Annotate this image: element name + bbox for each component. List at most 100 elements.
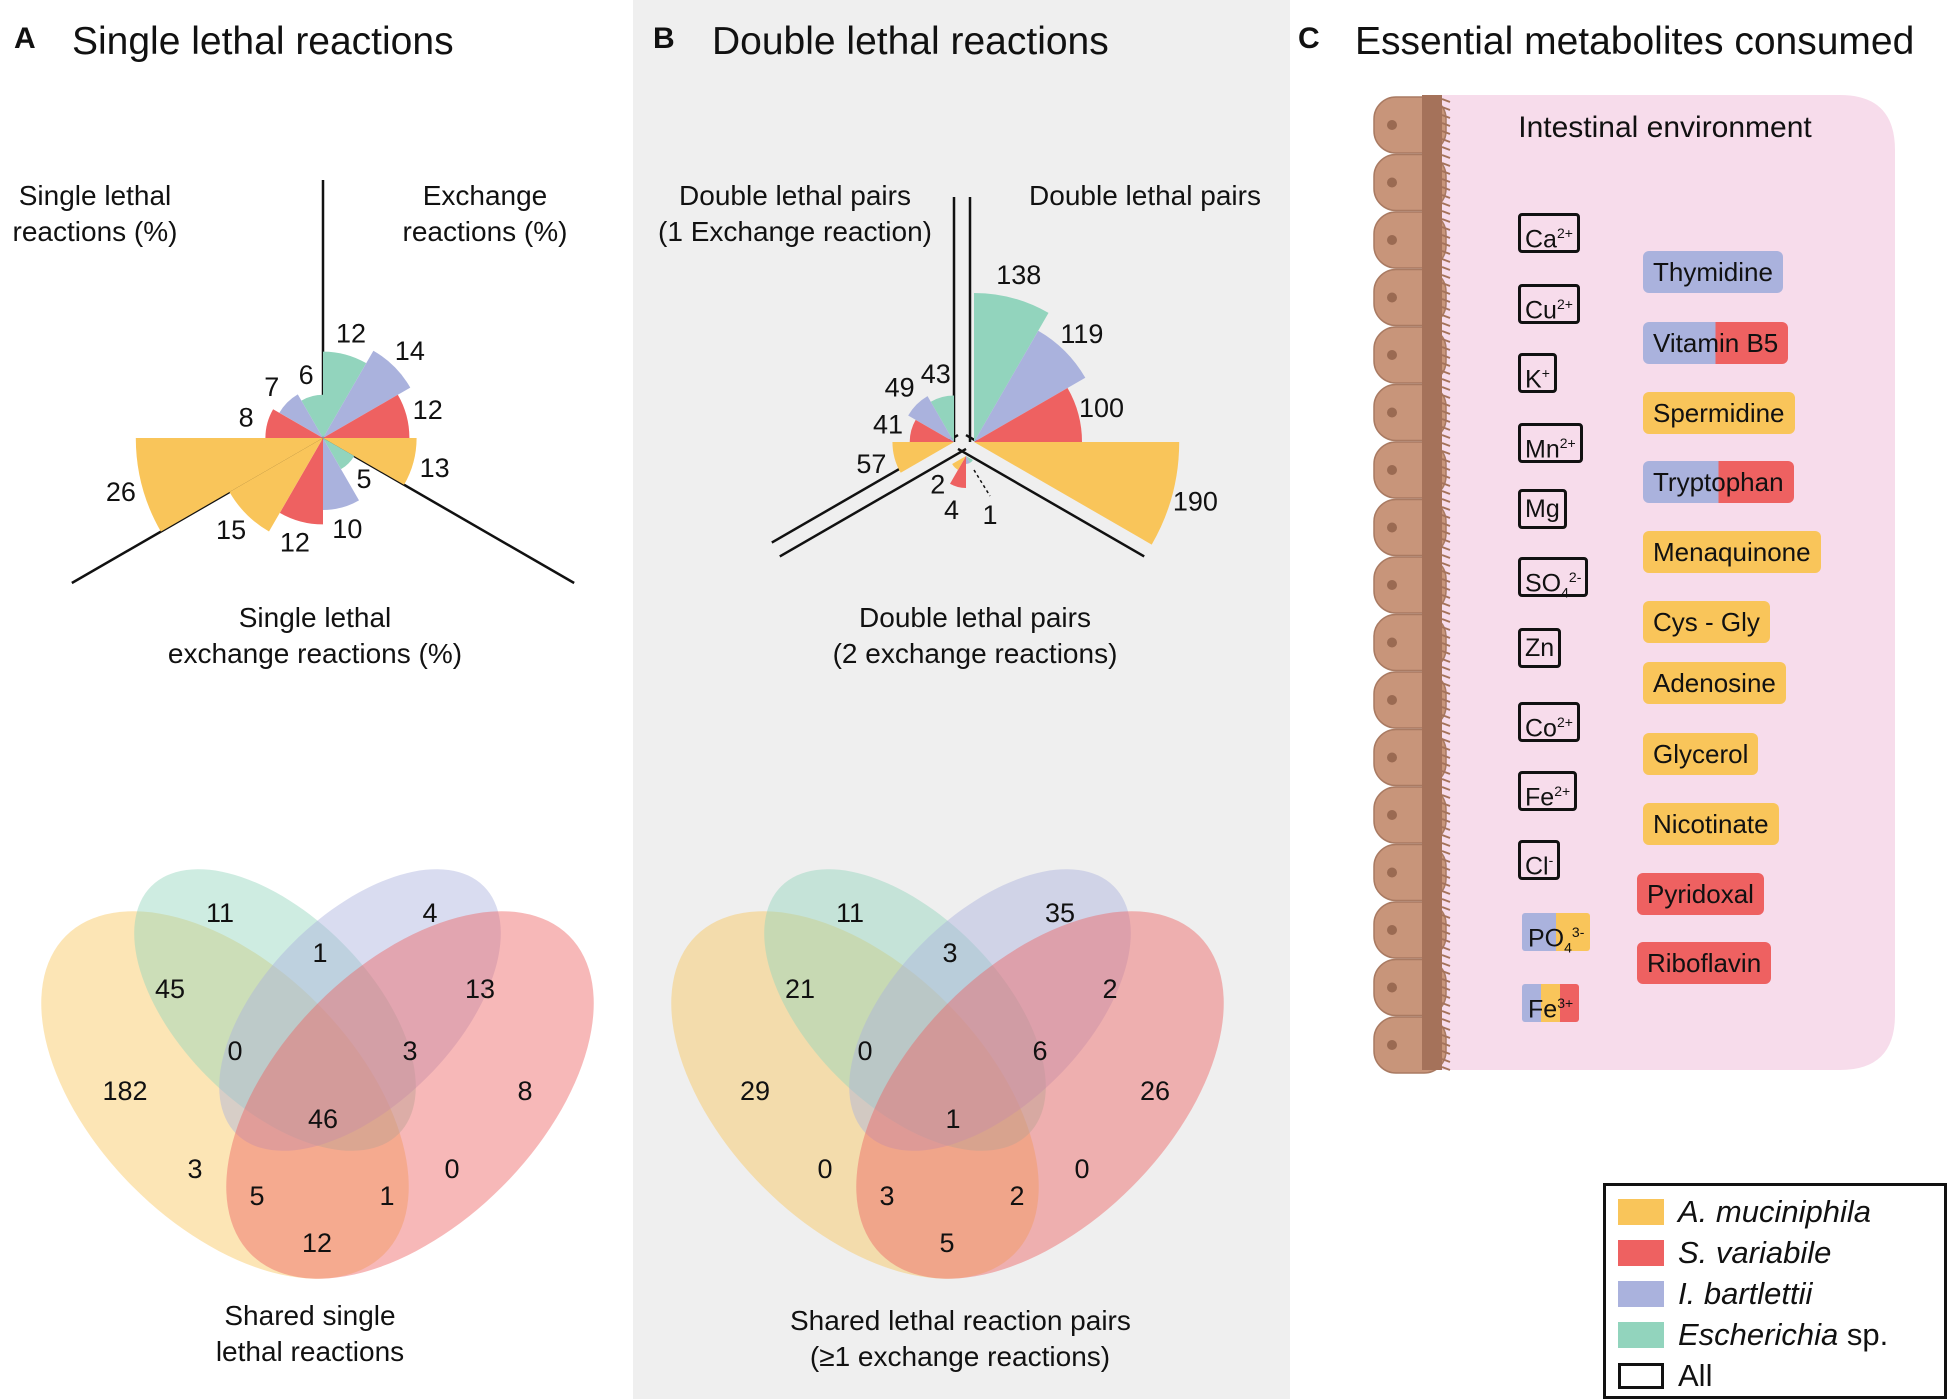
cell-nucleus [1387, 465, 1397, 475]
venn-region-count: 2 [1009, 1181, 1024, 1211]
microvillus [1441, 514, 1451, 519]
legend-swatch [1618, 1240, 1664, 1266]
venn-region-count: 2 [1102, 974, 1117, 1004]
microvillus [1441, 434, 1451, 439]
microvillus [1441, 698, 1451, 703]
microvillus [1441, 666, 1451, 671]
metabolite-spermidine: Spermidine [1643, 392, 1795, 434]
venn-region-count: 46 [308, 1104, 338, 1134]
polar-bar-value: 119 [1060, 319, 1103, 349]
venn-set [849, 869, 1131, 1151]
microvillus [1441, 1058, 1451, 1063]
microvillus [1441, 274, 1451, 279]
microvillus [1441, 970, 1451, 975]
microvillus [1441, 498, 1451, 503]
ion-charge: 2+ [1556, 225, 1573, 241]
cell-nucleus [1387, 350, 1397, 360]
polar-bar [966, 456, 973, 463]
microvillus [1441, 794, 1451, 799]
microvillus [1441, 546, 1451, 551]
metabolite-nicotinate: Nicotinate [1643, 803, 1779, 845]
legend-swatch [1618, 1363, 1664, 1389]
microvillus [1441, 754, 1451, 759]
polar-bar [323, 438, 355, 470]
microvillus [1441, 530, 1451, 535]
microvillus [1441, 602, 1451, 607]
microvillus [1441, 378, 1451, 383]
panel-b-venn-caption: Shared lethal reaction pairs(≥1 exchange… [790, 1305, 1131, 1372]
venn-region-count: 29 [740, 1076, 770, 1106]
venn-region-count: 21 [785, 974, 815, 1004]
polar-bar-value: 41 [873, 409, 903, 439]
microvillus [1441, 954, 1451, 959]
polar-bar-value: 57 [856, 449, 886, 479]
ion-mn: Mn2+ [1518, 423, 1583, 463]
cell-nucleus [1387, 925, 1397, 935]
microvillus [1441, 1066, 1451, 1071]
polar-axis-line [779, 447, 967, 558]
microvillus [1441, 130, 1451, 135]
cell-nucleus [1387, 982, 1397, 993]
microvillus [1441, 426, 1451, 431]
polar-bar-value: 12 [280, 528, 310, 558]
cell-nucleus [1387, 120, 1397, 130]
venn-set [134, 869, 416, 1151]
microvillus [1441, 562, 1451, 567]
polar-bar-value: 14 [395, 336, 425, 366]
venn-region-count: 0 [857, 1036, 872, 1066]
microvillus [1441, 722, 1451, 727]
cell-nucleus [1387, 235, 1397, 245]
polar-bar-value: 7 [264, 372, 279, 402]
venn-set [764, 869, 1046, 1151]
venn-region-count: 45 [155, 974, 185, 1004]
ion-charge: 2+ [1559, 435, 1576, 451]
panel-b-right-axis-label: Double lethal pairs [1029, 180, 1261, 211]
ion-charge: + [1541, 365, 1550, 381]
intestinal-environment-title: Intestinal environment [1518, 111, 1812, 144]
polar-bar-value: 10 [332, 514, 362, 544]
microvillus [1441, 266, 1451, 271]
microvillus [1441, 234, 1451, 239]
metabolite-vitamin-b5: Vitamin B5 [1643, 322, 1789, 364]
polar-bar [323, 438, 417, 485]
microvillus [1441, 730, 1451, 735]
venn-region-count: 13 [465, 974, 495, 1004]
polar-bar [952, 456, 966, 470]
microvillus [1441, 306, 1451, 311]
ion-po-colored: PO43- [1522, 913, 1591, 955]
venn-region-count: 0 [817, 1154, 832, 1184]
polar-bar [279, 394, 323, 438]
venn-region-count: 8 [517, 1076, 532, 1106]
ion-co: Co2+ [1518, 702, 1580, 742]
microvillus [1441, 1010, 1451, 1015]
ion-symbol: Co [1525, 714, 1557, 743]
intestinal-lumen [1440, 95, 1895, 1070]
ion-charge: 3- [1571, 924, 1585, 940]
microvillus [1441, 986, 1451, 991]
ion-symbol: Mn [1525, 435, 1560, 464]
microvillus [1441, 706, 1451, 711]
legend-label: Escherichia sp. [1678, 1317, 1889, 1352]
polar-bar [229, 438, 323, 532]
microvillus [1441, 474, 1451, 479]
metabolite-pyridoxal: Pyridoxal [1637, 873, 1764, 915]
venn-region-count: 35 [1045, 898, 1075, 928]
microvillus [1441, 882, 1451, 887]
microvillus [1441, 98, 1451, 103]
venn-region-count: 3 [402, 1036, 417, 1066]
venn-region-count: 182 [102, 1076, 147, 1106]
microvillus [1441, 410, 1451, 415]
ion-symbol: K [1525, 365, 1542, 394]
microvillus [1441, 594, 1451, 599]
ion-symbol: Ca [1525, 225, 1557, 254]
microvillus [1441, 338, 1451, 343]
microvillus [1441, 170, 1451, 175]
microvillus [1441, 618, 1451, 623]
microvillus [1441, 690, 1451, 695]
polar-bar [279, 438, 323, 525]
polar-bar-value: 43 [921, 359, 951, 389]
ion-symbol: Fe [1525, 783, 1555, 812]
microvillus [1441, 626, 1451, 631]
cell-nucleus [1387, 1040, 1397, 1050]
polar-bar [323, 350, 411, 438]
